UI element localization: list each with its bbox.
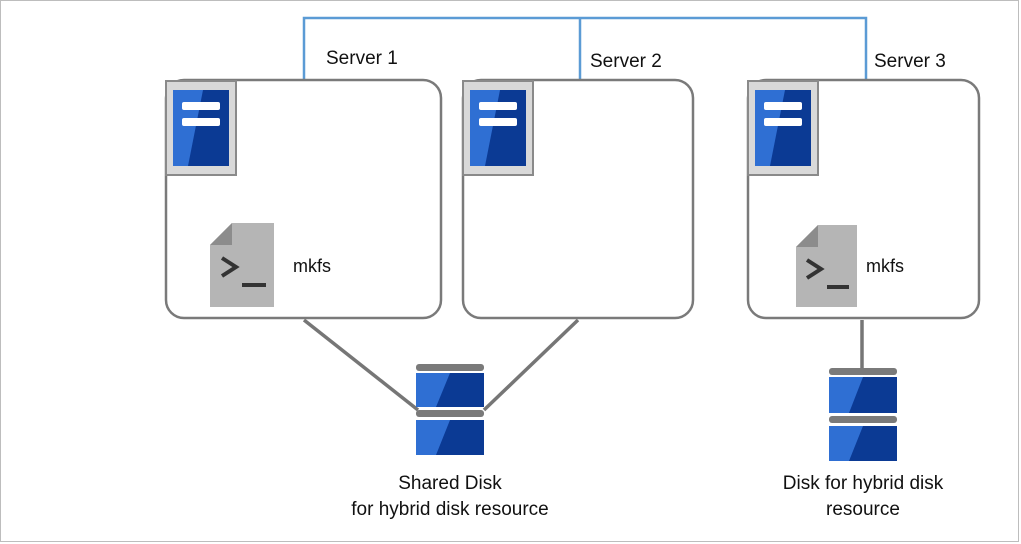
server-3-label: Server 3 xyxy=(874,51,946,72)
server-3-command-label: mkfs xyxy=(866,256,904,276)
shared-disk-label-line1: Shared Disk xyxy=(398,473,502,494)
terminal-file-icon xyxy=(796,225,857,307)
server-icon xyxy=(165,80,237,176)
server-box-1 xyxy=(164,78,443,320)
hybrid-disk-label: Disk for hybrid disk resource xyxy=(753,471,973,523)
terminal-file-icon xyxy=(210,223,274,307)
shared-disk-label: Shared Disk for hybrid disk resource xyxy=(330,471,570,523)
hybrid-disk-icon xyxy=(829,368,897,461)
disk-connectors xyxy=(302,318,864,412)
server-icon xyxy=(462,80,534,176)
hybrid-disk-label-line1: Disk for hybrid disk xyxy=(782,473,944,494)
server-2-label: Server 2 xyxy=(590,51,662,72)
hybrid-disk-label-line2: resource xyxy=(826,499,900,520)
server-box-2 xyxy=(461,78,695,320)
shared-disk-label-line2: for hybrid disk resource xyxy=(351,499,549,520)
network-line xyxy=(302,16,868,80)
server-1-command-label: mkfs xyxy=(293,256,331,276)
shared-disk-icon xyxy=(416,364,484,455)
server-1-label: Server 1 xyxy=(326,48,398,69)
server-box-3 xyxy=(746,78,981,320)
server-icon xyxy=(747,80,819,176)
